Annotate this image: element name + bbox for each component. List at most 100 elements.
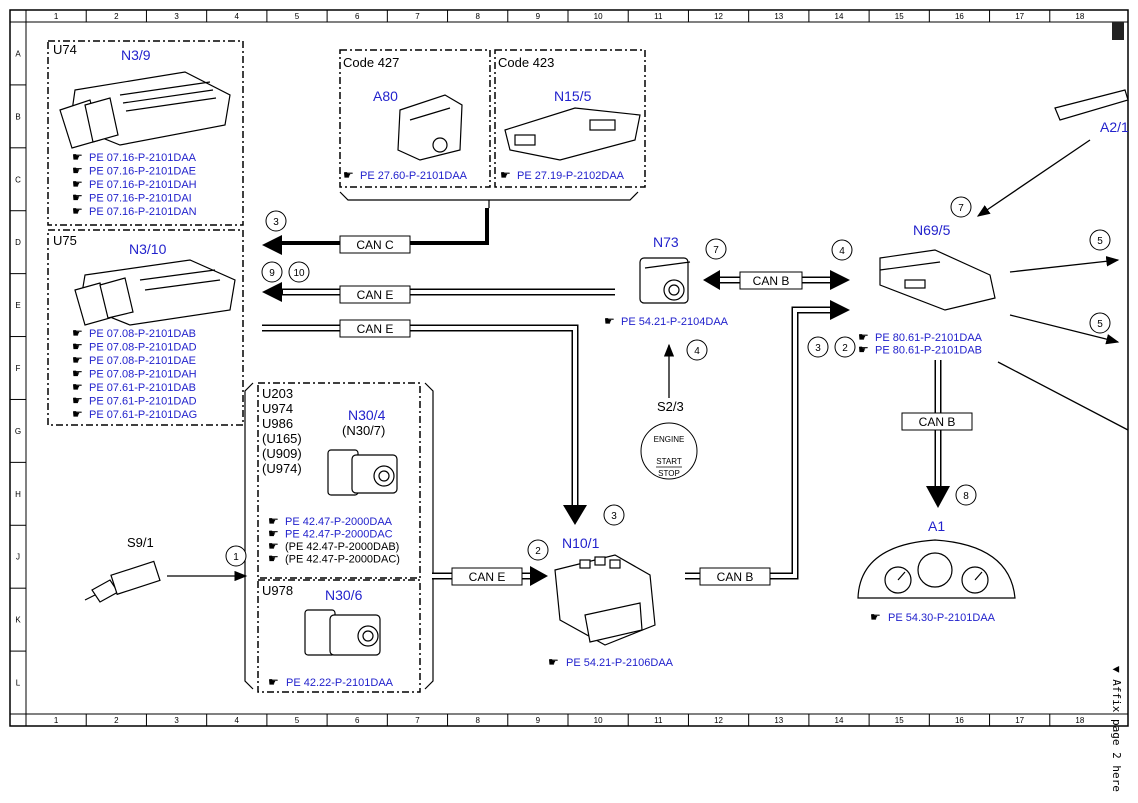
a2-1-antenna-icon [1054,89,1129,121]
u75-reference-list: ☛PE 07.08-P-2101DAB☛PE 07.08-P-2101DAD☛P… [72,326,197,421]
marker-circle [955,484,977,506]
reference-link[interactable]: PE 07.08-P-2101DAE [89,355,196,367]
n69-5-module-icon [879,249,996,311]
marker-number: 9 [269,268,275,279]
n10-1-ref[interactable]: ☛ PE 54.21-P-2106DAA [548,655,674,669]
code427-box [339,49,491,188]
n73-label: N73 [653,234,679,250]
reference-link[interactable]: PE 07.61-P-2101DAB [89,382,196,394]
n10-1-sam-module-icon [554,554,656,646]
n15-5-ref-text[interactable]: PE 27.19-P-2102DAA [517,170,625,182]
column-label: 13 [774,716,783,725]
hand-pointer-icon: ☛ [72,326,83,340]
n30-6-ref[interactable]: ☛ PE 42.22-P-2101DAA [268,675,394,689]
column-label: 12 [714,12,723,21]
variant-code: U986 [262,416,293,431]
code423-label: Code 423 [498,55,554,70]
can-b-label-2: CAN B [717,570,754,584]
n30-6-ref-text[interactable]: PE 42.22-P-2101DAA [286,677,394,689]
hand-pointer-icon: ☛ [858,343,869,357]
n15-5-label: N15/5 [554,88,592,104]
column-label: 8 [475,716,480,725]
marker-circle [225,545,247,567]
reference-link[interactable]: PE 07.61-P-2101DAG [89,409,197,421]
marker-circle [1089,312,1111,334]
marker-circle [261,261,283,283]
n30-6-module-icon [304,609,381,656]
row-label: J [16,553,20,562]
hand-pointer-icon: ☛ [72,353,83,367]
a1-ref[interactable]: ☛ PE 54.30-P-2101DAA [870,610,996,624]
row-label: E [15,301,20,310]
u74-reference-list: ☛ PE 07.16-P-2101DAA ☛ PE 07.16-P-2101DAE ☛ P… [72,150,197,218]
n30-6-label: N30/6 [325,587,363,603]
reference-link[interactable]: PE 07.16-P-2101DAN [89,206,197,218]
a80-ref-text[interactable]: PE 27.60-P-2101DAA [360,170,468,182]
n3-9-label: N3/9 [121,47,151,63]
marker-circle [1089,229,1111,251]
hand-pointer-icon: ☛ [500,168,511,182]
engine-start-stop-button: ENGINE START STOP [640,422,698,480]
n15-5-ref[interactable]: ☛ PE 27.19-P-2102DAA [500,168,625,182]
reference-link[interactable]: PE 42.47-P-2000DAC [285,529,393,541]
column-label: 5 [295,12,300,21]
column-label: 3 [174,716,179,725]
reference-link[interactable]: PE 42.47-P-2000DAA [285,516,393,528]
column-label: 6 [355,12,360,21]
column-label: 11 [654,716,663,725]
reference-link[interactable]: PE 07.16-P-2101DAA [89,152,197,164]
n15-5-module-icon [504,107,641,161]
marker-number: 7 [713,245,719,256]
a2-1-label: A2/1 [1100,119,1129,135]
reference-link[interactable]: (PE 42.47-P-2000DAC) [285,554,400,566]
u75-code: U75 [53,233,77,248]
n69-5-reference-list: ☛PE 80.61-P-2101DAA☛PE 80.61-P-2101DAB [858,330,983,357]
n73-ref[interactable]: ☛ PE 54.21-P-2104DAA [604,314,729,328]
hand-pointer-icon: ☛ [72,150,83,164]
variant-code: U203 [262,386,293,401]
hand-pointer-icon: ☛ [268,539,279,553]
a80-module-icon [397,94,463,161]
hand-pointer-icon: ☛ [72,191,83,205]
column-label: 12 [714,716,723,725]
reference-link[interactable]: (PE 42.47-P-2000DAB) [285,541,399,553]
column-label: 4 [235,12,240,21]
reference-link[interactable]: PE 07.61-P-2101DAD [89,396,197,408]
reference-link[interactable]: PE 07.16-P-2101DAI [89,193,192,205]
marker-circle [265,210,287,232]
n30-4-box [257,382,421,579]
marker-number: 3 [611,511,617,522]
reference-link[interactable]: PE 07.08-P-2101DAD [89,342,197,354]
hand-pointer-icon: ☛ [343,168,354,182]
s2-3-label: S2/3 [657,399,684,414]
reference-link[interactable]: PE 07.16-P-2101DAH [89,179,197,191]
a1-ref-text[interactable]: PE 54.30-P-2101DAA [888,612,996,624]
reference-link[interactable]: PE 80.61-P-2101DAA [875,332,983,344]
can-e-label-2: CAN E [357,322,394,336]
reference-link[interactable]: PE 80.61-P-2101DAB [875,345,982,357]
u74-box [47,40,244,226]
reference-link[interactable]: PE 07.08-P-2101DAB [89,328,196,340]
row-label: C [15,175,21,184]
hand-pointer-icon: ☛ [72,204,83,218]
reference-link[interactable]: PE 07.16-P-2101DAE [89,166,196,178]
a80-ref[interactable]: ☛ PE 27.60-P-2101DAA [343,168,468,182]
n10-1-ref-text[interactable]: PE 54.21-P-2106DAA [566,657,674,669]
hand-pointer-icon: ☛ [72,177,83,191]
marker-number: 2 [535,546,541,557]
n30-4-reference-list: ☛PE 42.47-P-2000DAA☛PE 42.47-P-2000DAC☛(… [268,514,400,566]
n73-ref-text[interactable]: PE 54.21-P-2104DAA [621,316,729,328]
u978-code: U978 [262,583,293,598]
marker-number: 4 [694,346,700,357]
reference-link[interactable]: PE 07.08-P-2101DAH [89,369,197,381]
variant-code: U974 [262,401,293,416]
column-label: 10 [594,716,603,725]
n30-4-module-icon [327,449,398,496]
n69-5-label: N69/5 [913,222,951,238]
marker-number: 1 [233,552,239,563]
marker-circle [603,504,625,526]
hand-pointer-icon: ☛ [268,552,279,566]
marker-circle [834,336,856,358]
column-label: 18 [1075,12,1084,21]
row-label: B [15,112,20,121]
